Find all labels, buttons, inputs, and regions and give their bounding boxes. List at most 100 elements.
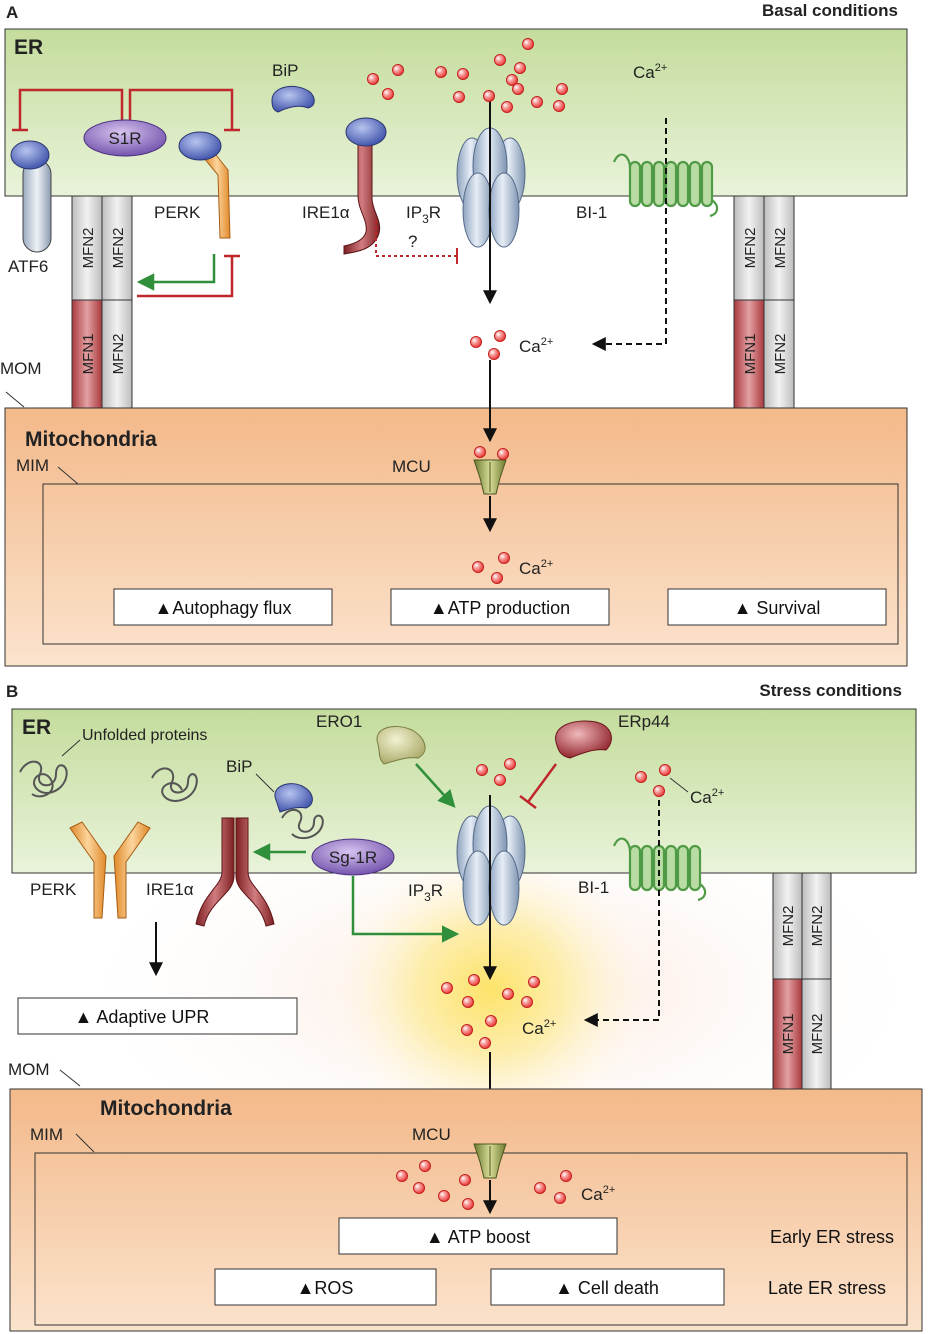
perk-dimer-b (69, 821, 151, 919)
mfn-label: MFN1 (742, 334, 759, 375)
ca-cluster-matrix-b (396, 1160, 572, 1210)
outcome-atp-production: ▲ATP production (430, 598, 570, 618)
mom-label-a: MOM (0, 359, 42, 378)
mito-label-b: Mitochondria (100, 1097, 232, 1120)
bi1-leak-arrow-a (591, 118, 667, 351)
question-mark: ? (408, 232, 417, 251)
er-label-a: ER (14, 36, 43, 59)
mfn-label: MFN2 (772, 228, 789, 269)
ca-cluster-matrix-a (472, 552, 510, 584)
perk-inhibition-arrow-a (137, 256, 234, 298)
er-label-b: ER (22, 716, 51, 739)
bip-pointer-b (255, 773, 275, 793)
mim-label-b: MIM (30, 1125, 63, 1144)
atf6-protein (10, 140, 52, 253)
mim-pointer-a (57, 466, 79, 485)
erp44-inhibition-line (526, 763, 558, 803)
ca-label-er-a: Ca2+ (633, 62, 667, 82)
adaptive-upr-box (17, 997, 298, 1035)
unfolded-protein-icon (19, 760, 198, 802)
mom-label-b: MOM (8, 1060, 50, 1079)
perk-protein-a (178, 131, 231, 239)
ero1-protein (376, 726, 426, 765)
unfolded-proteins-label: Unfolded proteins (82, 727, 207, 744)
ca-label-matrix-a: Ca2+ (519, 558, 553, 578)
mcu-channel-b (473, 1143, 507, 1179)
mfn-label: MFN1 (780, 1014, 797, 1055)
mom-pointer-a (5, 391, 25, 408)
bi1-label-a: BI-1 (576, 203, 607, 222)
ire1a-label-a: IRE1α (302, 203, 350, 222)
s1r-inhibition-brackets (12, 88, 240, 132)
ca-cluster-cytosol-a (470, 330, 506, 360)
mim-inner-a (42, 483, 899, 645)
ire1a-inhibition-dotted (375, 220, 456, 257)
ip3r-label-a: IP3R (406, 203, 441, 226)
ros-box (214, 1268, 437, 1306)
mfn-label: MFN2 (772, 334, 789, 375)
panel-a-condition: Basal conditions (762, 1, 898, 20)
mcu-label-a: MCU (392, 457, 431, 476)
s1r-protein (83, 119, 167, 157)
erp44-protein (555, 720, 612, 759)
ero1-label: ERO1 (316, 712, 362, 731)
ip3r-label-b: IP3R (408, 881, 443, 904)
panel-b-letter: B (6, 682, 18, 701)
mcu-channel-a (473, 446, 509, 495)
mfn-tether-b: MFN2 MFN2 MFN1 MFN2 (772, 872, 832, 1090)
mom-pointer-b (59, 1069, 81, 1087)
mfn-label: MFN2 (110, 334, 127, 375)
mfn-label: MFN2 (809, 906, 826, 947)
ire1a-dimer-b (195, 817, 275, 927)
early-er-stress-label: Early ER stress (770, 1227, 894, 1247)
ca-label-cytosol-a: Ca2+ (519, 336, 553, 356)
adaptive-upr-label: ▲ Adaptive UPR (75, 1007, 210, 1027)
ire1a-protein-a (343, 117, 387, 255)
ca-cluster-er-a (367, 38, 568, 113)
ca-label-er-b: Ca2+ (690, 787, 724, 807)
perk-label-b: PERK (30, 880, 77, 899)
bi1-protein-a (612, 153, 719, 218)
atp-boost-box (338, 1217, 618, 1255)
bip-label-b: BiP (226, 757, 252, 776)
mfn-label: MFN1 (80, 334, 97, 375)
bi1-leak-arrow-b (583, 800, 660, 1027)
ca-cluster-er-b (476, 758, 671, 797)
bip-unfolded-complex (274, 783, 324, 840)
bip-label-a: BiP (272, 61, 298, 80)
mfn-label: MFN2 (80, 228, 97, 269)
ca-label-cytosol-b: Ca2+ (522, 1018, 556, 1038)
ca-pointer-b (669, 777, 689, 793)
mim-pointer-b (75, 1133, 95, 1153)
outcome-box-survival (667, 588, 887, 626)
late-er-stress-label: Late ER stress (768, 1278, 886, 1298)
erp44-inhibition-bar (519, 795, 537, 809)
ero1-activation-arrow (415, 763, 456, 808)
mfn-label: MFN2 (780, 906, 797, 947)
sg1r-label: Sg-1R (329, 848, 377, 867)
ca-overload-glow (320, 840, 660, 1140)
mfn-tether-right-a: MFN2 MFN2 MFN1 MFN2 (733, 195, 795, 409)
outcome-autophagy: ▲Autophagy flux (155, 598, 292, 618)
outcome-survival: ▲ Survival (734, 598, 821, 618)
mim-inner-b (34, 1152, 908, 1326)
sg1r-to-ip3r-arrow (351, 876, 460, 943)
ros-label: ▲ROS (297, 1278, 354, 1298)
panel-b-condition: Stress conditions (759, 681, 902, 700)
ca-label-matrix-b: Ca2+ (581, 1184, 615, 1204)
mim-label-a: MIM (16, 456, 49, 475)
panel-b: B Stress conditions ER Unfolded proteins… (6, 681, 930, 1332)
panel-a: A Basal conditions ER Mitochondria MIM M… (0, 1, 908, 667)
mito-label-a: Mitochondria (25, 428, 157, 451)
erp44-label: ERp44 (618, 712, 670, 731)
mitochondria-b (9, 1088, 923, 1332)
bi1-protein-b (612, 837, 707, 902)
mfn-label: MFN2 (110, 228, 127, 269)
unfolded-pointer (61, 739, 81, 757)
mfn-label: MFN2 (809, 1014, 826, 1055)
mfn-tether-left-a: MFN2 MFN2 MFN1 MFN2 (71, 195, 133, 409)
panel-a-letter: A (6, 3, 18, 22)
mcu-label-b: MCU (412, 1125, 451, 1144)
outcome-box-autophagy (113, 588, 333, 626)
ire1a-label-b: IRE1α (146, 880, 194, 899)
